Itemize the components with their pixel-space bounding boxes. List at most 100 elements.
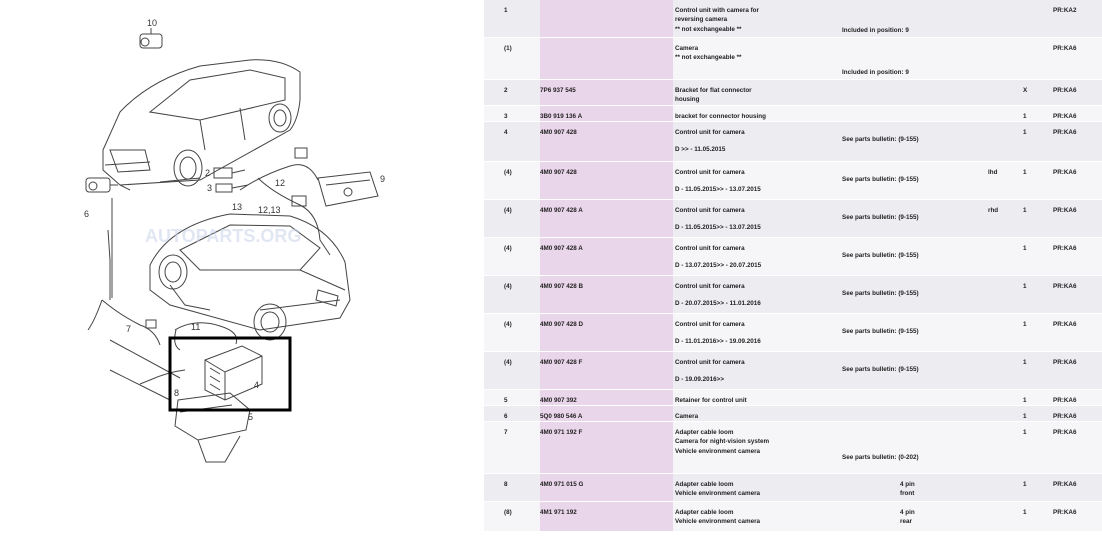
quantity: 1 (1023, 169, 1027, 176)
description-line: Control unit for camera (675, 321, 745, 328)
position-number: (4) (504, 169, 512, 176)
callout-5: 5 (248, 412, 253, 422)
drive-side: lhd (988, 169, 998, 176)
quantity: 1 (1023, 321, 1027, 328)
description: Control unit with camera for reversing ca… (675, 6, 759, 34)
position-number: 8 (504, 481, 508, 488)
description-line: Control unit for camera (675, 359, 745, 366)
validity-date: D >> - 11.05.2015 (675, 146, 726, 154)
pr-code: PR:KA6 (1053, 169, 1077, 176)
table-row[interactable]: 1 Control unit with camera for reversing c… (484, 0, 1102, 38)
pr-code: PR:KA6 (1053, 207, 1077, 214)
part-number: 3B0 919 136 A (540, 106, 673, 121)
part-number: 7P6 937 545 (540, 80, 673, 105)
description-line: Camera (675, 45, 699, 52)
wiring-loom-11 (174, 322, 238, 351)
callout-4: 4 (254, 380, 259, 390)
part-number: 4M0 971 192 F (540, 422, 673, 473)
description-line: ** not exchangeable ** (675, 54, 742, 62)
description-line: Control unit for camera (675, 207, 745, 214)
callout-6: 6 (84, 209, 89, 219)
position-number: (1) (504, 45, 512, 52)
quantity: 1 (1023, 283, 1027, 290)
parts-bulletin: See parts bulletin: (9-155) (842, 214, 919, 221)
wiring-loom-12 (239, 147, 331, 256)
pr-code: PR:KA6 (1053, 113, 1077, 120)
position-number: (4) (504, 283, 512, 290)
validity-date: D - 11.05.2015>> - 13.07.2015 (675, 224, 761, 232)
retainer-bracket-5 (174, 392, 251, 463)
parts-table-body: 1 Control unit with camera for reversing c… (484, 0, 1102, 532)
description-line: Control unit for camera (675, 169, 745, 176)
description-line: Vehicle environment camera (675, 518, 761, 526)
pr-code: PR:KA6 (1053, 87, 1077, 94)
part-number (540, 38, 673, 79)
description-line: Retainer for control unit (675, 397, 747, 404)
part-number: 4M0 907 428 B (540, 276, 673, 313)
inclusion-note: Included in position: 9 (842, 27, 909, 34)
parts-bulletin: See parts bulletin: (9-155) (842, 290, 919, 297)
description: Control unit for camera D - 11.05.2015>> … (675, 206, 761, 233)
pr-code: PR:KA6 (1053, 429, 1077, 436)
position-number: 6 (504, 413, 508, 420)
callout-10: 10 (147, 18, 157, 28)
quantity: X (1023, 87, 1028, 94)
callout-12-13: 12,13 (258, 205, 281, 215)
part-number: 4M0 907 428 F (540, 352, 673, 389)
validity-date: D - 19.09.2016>> (675, 376, 725, 384)
diagram-drawing: AUTOPARTS.ORG 10 6 2 3 12 13 12,13 9 7 1… (84, 18, 385, 463)
pr-code: PR:KA6 (1053, 481, 1077, 488)
description-line: Adapter cable loom (675, 509, 734, 516)
position-number: 7 (504, 429, 508, 436)
position-number: (4) (504, 245, 512, 252)
camera-part-6 (85, 177, 118, 193)
quantity: 1 (1023, 113, 1027, 120)
description-line: Camera (675, 413, 699, 420)
position-number: 3 (504, 113, 508, 120)
table-row[interactable]: (1)Camera** not exchangeable **Included … (484, 38, 1102, 80)
parts-bulletin: See parts bulletin: (9-155) (842, 252, 919, 259)
description-line: Adapter cable loom (675, 481, 734, 488)
quantity: 1 (1023, 481, 1027, 488)
camera-part-10 (139, 28, 163, 49)
pr-code: PR:KA6 (1053, 129, 1077, 136)
position-number: 1 (504, 7, 508, 14)
reversing-camera-module (317, 171, 379, 207)
description-line: reversing camera (675, 16, 728, 24)
part-number: 4M0 907 428 (540, 162, 673, 199)
control-unit-4 (204, 345, 263, 401)
validity-date: D - 20.07.2015>> - 11.01.2016 (675, 300, 761, 308)
pr-code: PR:KA6 (1053, 45, 1077, 52)
callout-12: 12 (275, 178, 285, 188)
parts-bulletin: See parts bulletin: (9-155) (842, 328, 919, 335)
quantity: 1 (1023, 359, 1027, 366)
description-line: Control unit with camera for (675, 7, 759, 14)
vehicle-rear-view (149, 213, 351, 341)
position-number: (4) (504, 359, 512, 366)
callout-3: 3 (207, 183, 212, 193)
